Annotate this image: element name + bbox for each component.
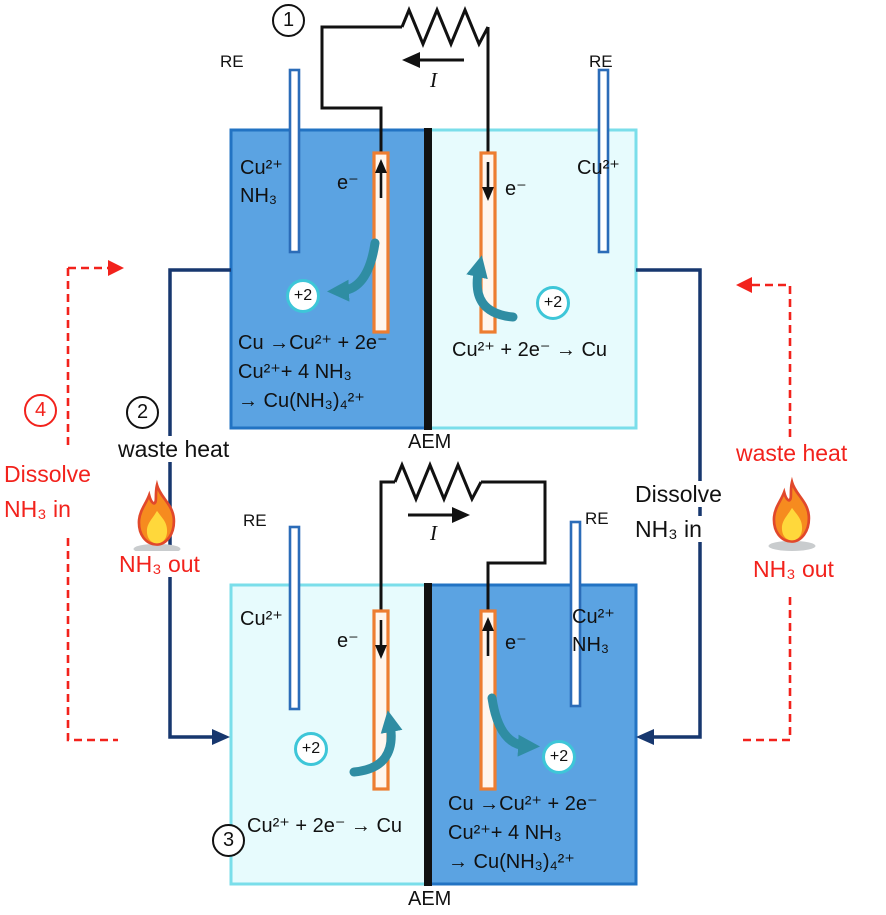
- reaction-line: Cu²⁺+ 4 NH₃: [238, 361, 352, 383]
- step-1-badge: 1: [272, 4, 305, 37]
- dissolve-label-right-line1: Dissolve: [633, 481, 724, 508]
- re-label-cell2-right: RE: [585, 509, 609, 528]
- cell2: [229, 583, 638, 886]
- electron-label-cell2-cathode: e⁻: [337, 630, 359, 652]
- re-bar-cell2-right: [569, 520, 582, 708]
- reference-electrodes: [288, 68, 610, 711]
- cu-ion-label-cell1-right: Cu²⁺: [577, 157, 620, 179]
- electron-label-cell2-anode: e⁻: [505, 632, 527, 654]
- charge-badge-cell2-right: +2: [542, 740, 576, 774]
- ammonia-label-cell2-right: NH₃: [572, 634, 610, 656]
- dissolve-label-right-line2: NH₃ in: [633, 516, 704, 543]
- current-label-cell1: I: [430, 68, 437, 92]
- flame-shadow: [768, 540, 816, 551]
- nh3-recycle-path-right: [740, 283, 792, 742]
- cu-ion-swoosh-arrows: [327, 238, 540, 777]
- electron-label-cell1-anode: e⁻: [337, 172, 359, 194]
- charge-value: +2: [293, 287, 313, 304]
- charge-value: +2: [543, 294, 563, 311]
- transfer-arrowhead-right: [636, 729, 654, 745]
- charge-value: +2: [549, 748, 569, 765]
- cell1-aem-membrane: [424, 128, 432, 430]
- dissolve-label-left-line1: Dissolve: [2, 461, 93, 488]
- reaction-line: → Cu(NH₃)₄²⁺: [238, 390, 365, 412]
- nh3-arrowhead-right: [736, 277, 752, 293]
- swoosh-cell2-cathode: [349, 710, 403, 777]
- step-3-badge: 3: [212, 824, 245, 857]
- cell2-anolyte-compartment: [426, 583, 638, 886]
- reaction-line: Cu →Cu²⁺ + 2e⁻: [448, 793, 598, 815]
- current-arrow1-head: [402, 52, 420, 68]
- charge-value: +2: [301, 740, 321, 757]
- cell2-cathode-reaction: Cu²⁺ + 2e⁻ → Cu: [247, 815, 403, 837]
- cell2-aem-membrane: [424, 583, 432, 886]
- electrode-cell2-cathode: [372, 609, 390, 791]
- reaction-line: → Cu(NH₃)₄²⁺: [448, 851, 575, 873]
- circuit1-wires: [320, 6, 490, 156]
- electrode-cell1-cathode: [479, 151, 497, 334]
- re-label-cell2-left: RE: [243, 511, 267, 530]
- electron-flow-arrows: [379, 162, 490, 656]
- step-4-number: 4: [34, 399, 47, 421]
- resistor1-icon: [400, 6, 490, 48]
- reaction-line: Cu²⁺+ 4 NH₃: [448, 822, 562, 844]
- swoosh-cell2-anode: [487, 693, 540, 757]
- charge-badge-cell1-right: +2: [536, 286, 570, 320]
- nh3-out-label-left: NH₃ out: [117, 551, 202, 578]
- circuit2-wires: [379, 461, 547, 613]
- step-1-number: 1: [282, 9, 295, 31]
- re-bar-cell1-right: [597, 68, 610, 254]
- re-bar-cell2-left: [288, 525, 301, 711]
- aem-label-cell2: AEM: [408, 888, 452, 910]
- re-label-cell1-left: RE: [220, 52, 244, 71]
- re-label-cell1-right: RE: [589, 52, 613, 71]
- resistor2-icon: [393, 461, 483, 503]
- charge-badge-cell1-left: +2: [286, 279, 320, 313]
- ammonia-label-cell1-left: NH₃: [240, 185, 278, 207]
- re-bar-cell1-left: [288, 68, 301, 254]
- charge-badge-cell2-left: +2: [294, 732, 328, 766]
- transfer-arrowhead-left: [212, 729, 230, 745]
- nh3-recycle-path-left: [66, 266, 118, 742]
- cell2-anode-reactions: Cu →Cu²⁺ + 2e⁻ Cu²⁺+ 4 NH₃ → Cu(NH₃)₄²⁺: [448, 790, 598, 877]
- waste-heat-label-left: waste heat: [116, 436, 232, 463]
- electrolyte-transfer-line-left: [168, 268, 231, 739]
- waste-heat-label-right: waste heat: [734, 440, 850, 467]
- cell1-anode-reactions: Cu →Cu²⁺ + 2e⁻ Cu²⁺+ 4 NH₃ → Cu(NH₃)₄²⁺: [238, 329, 388, 416]
- cu-ion-label-cell2-left: Cu²⁺: [240, 608, 283, 630]
- current-label-cell2: I: [430, 521, 437, 545]
- step-2-number: 2: [136, 401, 149, 423]
- step-2-badge: 2: [126, 396, 159, 429]
- nh3-arrowhead-left: [108, 260, 124, 276]
- electron-arrowhead-down-cell1: [482, 187, 494, 201]
- step-3-number: 3: [222, 829, 235, 851]
- electron-arrowhead-up-cell1: [375, 159, 387, 173]
- electron-arrowhead-down-cell2: [375, 645, 387, 659]
- cu-ion-label-cell1-left: Cu²⁺: [240, 157, 283, 179]
- cu-electrodes: [372, 151, 497, 791]
- electron-arrowhead-up-cell2: [482, 617, 494, 631]
- current-arrow2-head: [452, 507, 470, 523]
- flame-icon-left: [133, 479, 181, 554]
- cu-ion-label-cell2-right: Cu²⁺: [572, 606, 615, 628]
- step-4-badge: 4: [24, 394, 57, 427]
- reaction-line: Cu →Cu²⁺ + 2e⁻: [238, 332, 388, 354]
- cell1-anolyte-compartment: [229, 128, 430, 430]
- aem-label-cell1: AEM: [408, 431, 452, 453]
- electron-label-cell1-cathode: e⁻: [505, 178, 527, 200]
- flame-icon-right: [768, 476, 816, 551]
- nh3-out-label-right: NH₃ out: [751, 556, 836, 583]
- cell1-cathode-reaction: Cu²⁺ + 2e⁻ → Cu: [452, 339, 608, 361]
- dissolve-label-left-line2: NH₃ in: [2, 496, 73, 523]
- swoosh-cell1-cathode: [466, 255, 518, 322]
- swoosh-cell1-anode: [327, 238, 380, 302]
